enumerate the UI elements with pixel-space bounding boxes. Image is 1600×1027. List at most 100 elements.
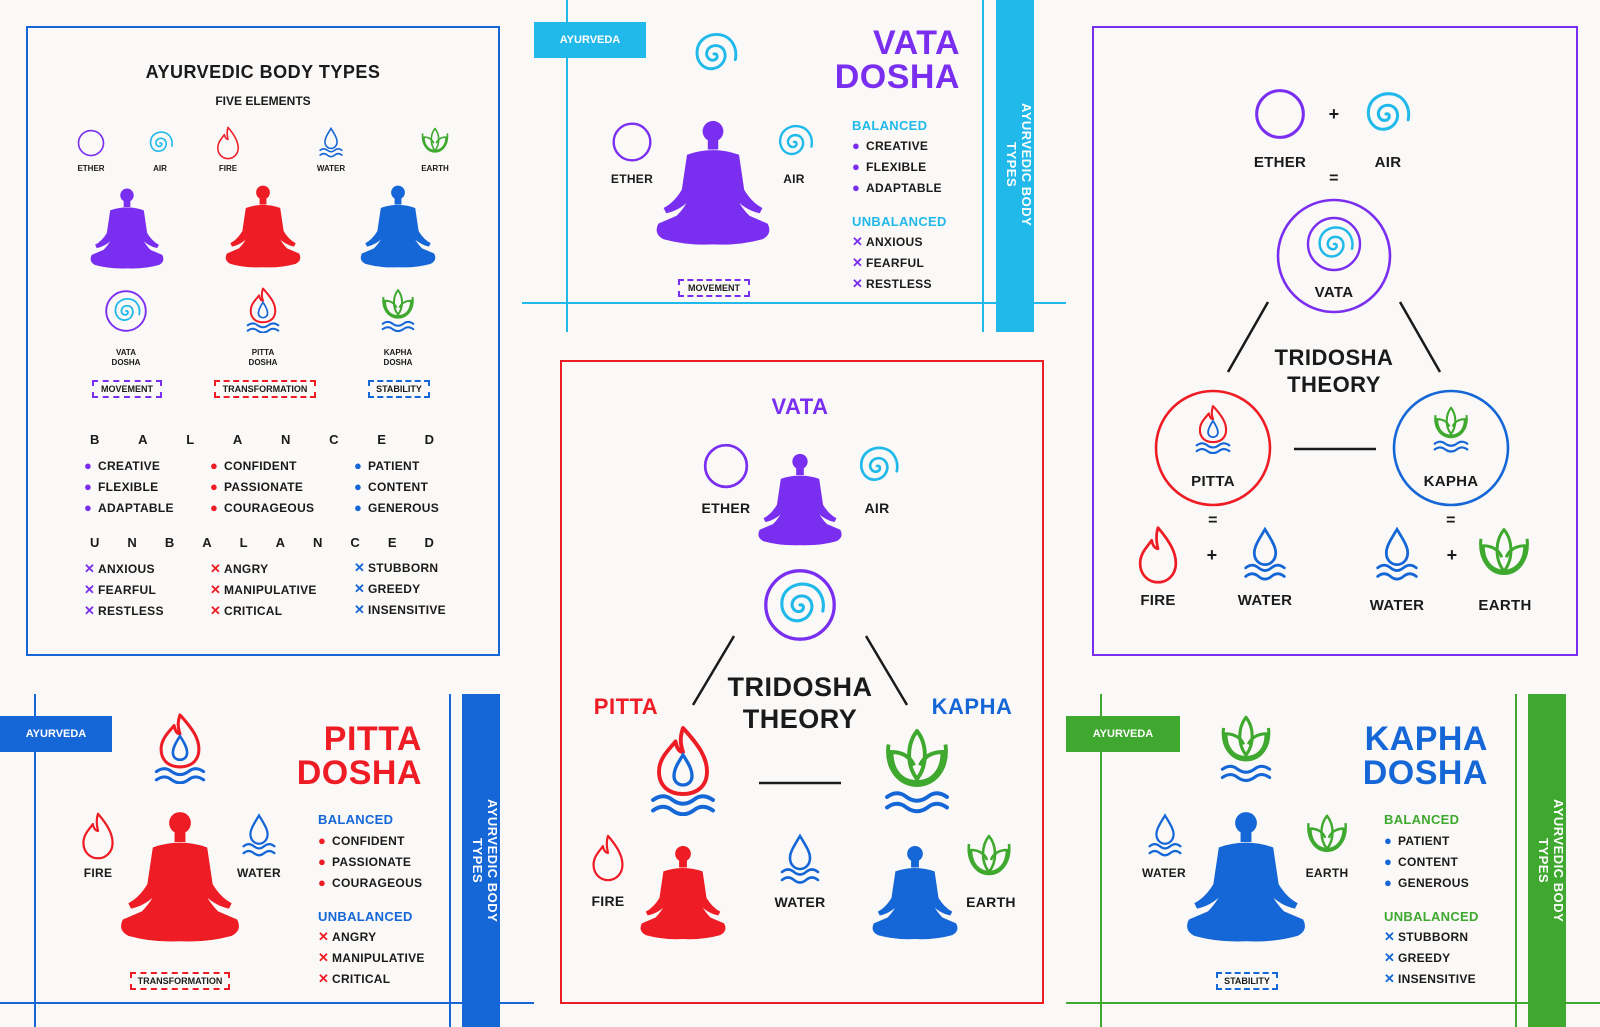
right-equals-top: =	[1329, 170, 1339, 187]
vata-frame-line-h	[522, 302, 1066, 304]
vata-balanced-3: ●ADAPTABLE	[852, 180, 942, 195]
vata-frame-line-v2	[982, 0, 984, 332]
trait-kapha-balanced-3: ●GENEROUS	[354, 500, 440, 515]
vata-unbalanced-2: ✕FEARFUL	[852, 255, 925, 270]
trait-vata-unbalanced-1: ✕ANXIOUS	[84, 561, 155, 576]
water-drop-icon	[1370, 525, 1424, 585]
heading-letter: B	[90, 432, 100, 447]
center-theory-title-1: TRIDOSHA	[727, 672, 873, 702]
panel-right-tridosha	[1092, 26, 1578, 656]
vata-balanced-1: ●CREATIVE	[852, 138, 929, 153]
kapha-water-label: WATER	[1142, 866, 1186, 880]
element-label-ether: ETHER	[77, 164, 105, 173]
water-drop-icon	[1238, 525, 1292, 585]
kapha-figure	[1178, 794, 1314, 958]
heading-letter: B	[164, 535, 175, 550]
heading-letter: A	[275, 535, 285, 550]
right-ether-label: ETHER	[1253, 154, 1307, 171]
pitta-frame-line-v1	[34, 694, 36, 1027]
pitta-dosha-label: PITTA DOSHA	[248, 348, 278, 367]
right-equals-right: =	[1446, 512, 1456, 529]
trait-pitta-balanced-1: ●CONFIDENT	[210, 458, 297, 473]
vata-ayurveda-tag: AYURVEDA	[534, 22, 646, 58]
trait-kapha-balanced-2: ●CONTENT	[354, 479, 429, 494]
center-pitta-label: PITTA	[593, 694, 659, 719]
kapha-balanced-heading: BALANCED	[1384, 812, 1460, 827]
pitta-balanced-2: ●PASSIONATE	[318, 854, 412, 869]
pitta-title-2: DOSHA	[296, 754, 422, 792]
trait-vata-balanced-2: ●FLEXIBLE	[84, 479, 159, 494]
kapha-unbalanced-heading: UNBALANCED	[1384, 909, 1479, 924]
element-label-air: AIR	[153, 164, 167, 173]
element-label-fire: FIRE	[218, 164, 238, 173]
heading-letter: A	[138, 432, 148, 447]
trait-vata-balanced-1: ●CREATIVE	[84, 458, 161, 473]
trait-pitta-unbalanced-1: ✕ANGRY	[210, 561, 269, 576]
heading-letter: L	[186, 432, 195, 447]
vata-dosha-label: VATA DOSHA	[111, 348, 141, 367]
kapha-dosha-label: KAPHA DOSHA	[383, 348, 413, 367]
heading-letter: N	[313, 535, 323, 550]
fire-water-icon	[154, 712, 206, 784]
kapha-frame-line-v2	[1515, 694, 1517, 1027]
heading-letter: E	[377, 432, 386, 447]
trait-kapha-unbalanced-2: ✕GREEDY	[354, 581, 421, 596]
right-pitta-label: PITTA	[1191, 473, 1235, 490]
center-air-label: AIR	[864, 500, 890, 516]
kapha-stability-box: STABILITY	[1216, 972, 1278, 990]
vata-unbalanced-3: ✕RESTLESS	[852, 276, 932, 291]
pitta-frame-line-h	[0, 1002, 534, 1004]
flame-icon	[1137, 525, 1179, 585]
kapha-earth-label: EARTH	[1305, 866, 1349, 880]
kapha-unbalanced-2: ✕GREEDY	[1384, 950, 1451, 965]
right-fire-label: FIRE	[1140, 592, 1176, 609]
right-plus-top: +	[1328, 104, 1340, 124]
flame-icon	[80, 812, 116, 860]
right-water-label-1: WATER	[1237, 592, 1293, 609]
kapha-dosha-ring	[1392, 389, 1510, 507]
kapha-balanced-3: ●GENEROUS	[1384, 875, 1470, 890]
panel-body-types	[26, 26, 500, 656]
fire-water-icon	[1195, 404, 1231, 454]
right-theory-title-1: TRIDOSHA	[1274, 345, 1394, 370]
vata-title-1: VATA	[873, 24, 960, 62]
kapha-title-1: KAPHA	[1364, 720, 1488, 758]
vata-balanced-heading: BALANCED	[852, 118, 928, 133]
center-fire-label: FIRE	[591, 893, 625, 909]
center-vata-label: VATA	[771, 394, 829, 419]
pitta-side-bar	[462, 694, 500, 1027]
heading-letter: C	[350, 535, 360, 550]
trait-pitta-balanced-3: ●COURAGEOUS	[210, 500, 315, 515]
heading-letter: A	[232, 432, 243, 447]
pitta-side-text: AYURVEDIC BODY TYPES	[470, 799, 500, 923]
trait-pitta-balanced-2: ●PASSIONATE	[210, 479, 304, 494]
stability-box: STABILITY	[368, 380, 430, 398]
pitta-unbalanced-3: ✕CRITICAL	[318, 971, 391, 986]
pitta-figure	[112, 794, 248, 958]
center-ether-label: ETHER	[701, 500, 751, 516]
lotus-water-icon	[1220, 712, 1272, 784]
kapha-unbalanced-1: ✕STUBBORN	[1384, 929, 1469, 944]
kapha-balanced-1: ●PATIENT	[1384, 833, 1450, 848]
right-water-label-2: WATER	[1369, 597, 1425, 614]
pitta-title-1: PITTA	[323, 720, 422, 758]
heading-letter: N	[127, 535, 137, 550]
pitta-unbalanced-heading: UNBALANCED	[318, 909, 413, 924]
movement-box: MOVEMENT	[92, 380, 162, 398]
trait-kapha-balanced-1: ●PATIENT	[354, 458, 420, 473]
pitta-unbalanced-1: ✕ANGRY	[318, 929, 377, 944]
right-kapha-label: KAPHA	[1423, 473, 1479, 490]
trait-vata-unbalanced-3: ✕RESTLESS	[84, 603, 164, 618]
center-water-label: WATER	[774, 894, 826, 910]
trait-kapha-unbalanced-3: ✕INSENSITIVE	[354, 602, 446, 617]
kapha-frame-line-h	[1066, 1002, 1600, 1004]
kapha-balanced-2: ●CONTENT	[1384, 854, 1459, 869]
center-earth-label: EARTH	[966, 894, 1016, 910]
lotus-leaf-icon	[1478, 525, 1530, 585]
heading-letter: A	[202, 535, 212, 550]
kapha-title-2: DOSHA	[1362, 754, 1488, 792]
